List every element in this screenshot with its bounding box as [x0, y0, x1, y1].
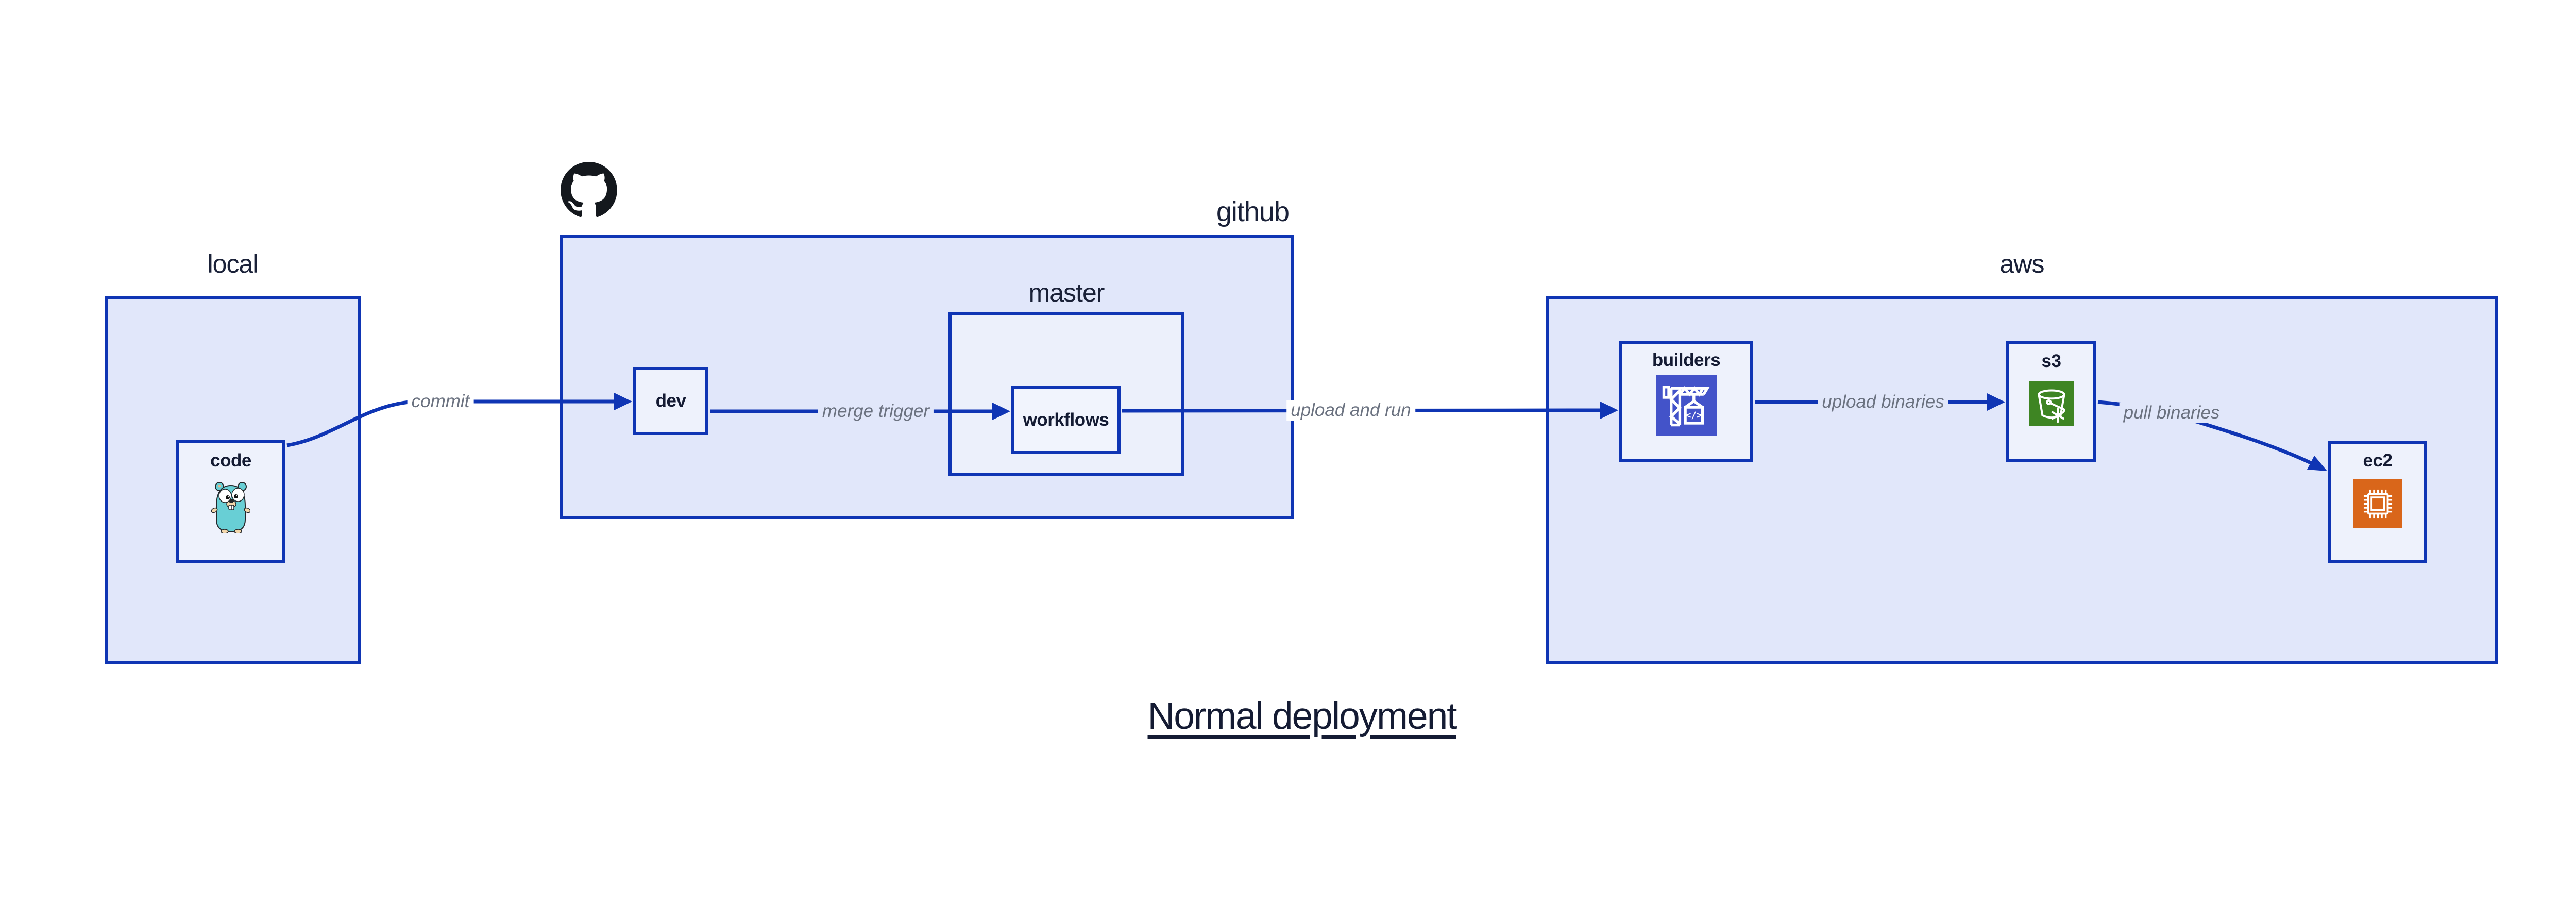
ec2-chip-icon: [2353, 479, 2402, 528]
merge-trigger-edge-label: merge trigger: [818, 401, 934, 422]
upload-binaries-arrowhead: [1987, 393, 2005, 411]
upload-binaries-edge-label: upload binaries: [1818, 392, 1948, 412]
s3-node-label: s3: [2041, 351, 2061, 371]
pull-binaries-edge-label: pull binaries: [2119, 403, 2224, 423]
workflows-node-label: workflows: [1023, 409, 1109, 430]
codebuild-crane-icon: </>: [1655, 375, 1717, 436]
local-group-label: local: [207, 249, 259, 278]
aws-group-label: aws: [1999, 249, 2045, 278]
code-node-label: code: [210, 450, 251, 471]
dev-node: dev: [633, 367, 708, 435]
ec2-node: ec2: [2328, 441, 2427, 563]
go-gopher-icon: [211, 482, 250, 533]
dev-node-label: dev: [655, 391, 686, 411]
merge-trigger-arrowhead: [992, 403, 1010, 420]
code-node: code: [176, 440, 285, 563]
diagram-title: Normal deployment: [1147, 695, 1458, 737]
commit-edge-label: commit: [407, 391, 474, 412]
master-group-label: master: [1028, 278, 1105, 307]
github-octocat-icon: [561, 162, 617, 217]
github-group-label: github: [1216, 196, 1290, 227]
s3-bucket-icon: [2028, 381, 2074, 426]
workflows-node: workflows: [1011, 386, 1121, 454]
upload-and-run-edge-label: upload and run: [1286, 400, 1415, 421]
s3-node: s3: [2006, 341, 2096, 462]
builders-node: builders </>: [1619, 341, 1753, 462]
commit-arrowhead: [614, 393, 632, 410]
ec2-node-label: ec2: [2363, 450, 2393, 471]
builders-node-label: builders: [1652, 350, 1721, 370]
svg-text:</>: </>: [1685, 410, 1702, 421]
commit-arrow-line: [286, 399, 614, 447]
upload-and-run-arrowhead: [1600, 402, 1618, 419]
pull-binaries-arrowhead: [2307, 456, 2327, 471]
